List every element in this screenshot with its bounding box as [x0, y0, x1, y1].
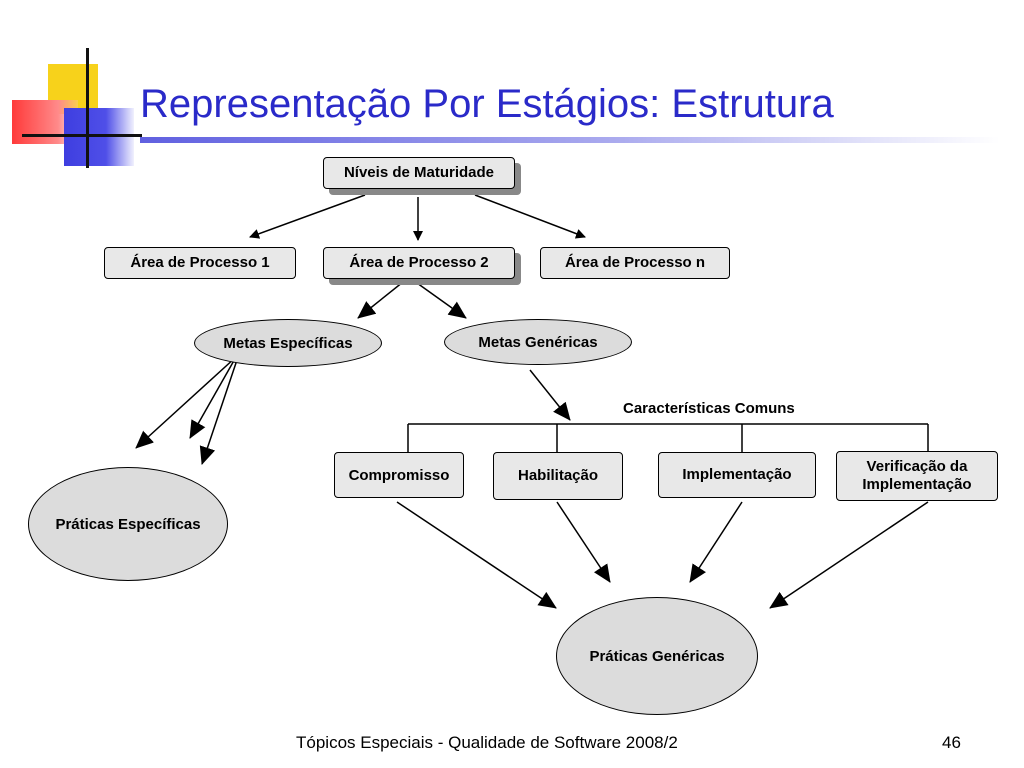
verificacao-label: Verificação da Implementação — [862, 458, 972, 493]
generic-practices-label: Práticas Genéricas — [589, 647, 725, 665]
arrow-area2-to-specific-goals — [357, 277, 409, 319]
arrow-root-to-area-1 — [249, 194, 366, 239]
implementacao-box: Implementação — [658, 452, 816, 498]
common-features-label: Características Comuns — [623, 400, 795, 417]
footer-text: Tópicos Especiais - Qualidade de Softwar… — [296, 733, 678, 752]
arrow-sg-to-sp-1 — [135, 356, 237, 449]
process-area-n-box: Área de Processo n — [540, 247, 730, 279]
process-area-1-label: Área de Processo 1 — [130, 254, 270, 271]
specific-practices-ellipse: Práticas Específicas — [28, 467, 228, 581]
maturity-levels-box: Níveis de Maturidade — [323, 157, 515, 189]
habilitacao-label: Habilitação — [517, 467, 599, 484]
generic-practices-ellipse: Práticas Genéricas — [556, 597, 758, 715]
arrow-compromisso-to-gp — [396, 501, 557, 609]
logo-horizontal-line — [22, 134, 142, 137]
specific-goals-label: Metas Específicas — [223, 334, 353, 352]
process-area-n-label: Área de Processo n — [564, 254, 706, 271]
compromisso-box: Compromisso — [334, 452, 464, 498]
arrow-habilitacao-to-gp — [556, 501, 611, 583]
page-number: 46 — [942, 733, 961, 752]
specific-goals-ellipse: Metas Específicas — [194, 319, 382, 367]
arrow-root-to-area-n — [474, 194, 586, 239]
arrow-gg-to-common-features — [529, 369, 571, 421]
arrow-sg-to-sp-2 — [189, 356, 237, 439]
process-area-2-box: Área de Processo 2 — [323, 247, 515, 279]
arrow-verificacao-to-gp — [769, 501, 929, 609]
arrow-area2-to-generic-goals — [409, 277, 467, 319]
compromisso-label: Compromisso — [348, 467, 450, 484]
habilitacao-box: Habilitação — [493, 452, 623, 500]
process-area-2-label: Área de Processo 2 — [349, 254, 489, 271]
generic-goals-label: Metas Genéricas — [478, 333, 598, 351]
logo-vertical-line — [86, 48, 89, 168]
arrow-implementacao-to-gp — [689, 501, 743, 583]
title-underline — [140, 137, 1000, 143]
slide-title: Representação Por Estágios: Estrutura — [140, 82, 834, 126]
implementacao-label: Implementação — [682, 466, 792, 483]
generic-goals-ellipse: Metas Genéricas — [444, 319, 632, 365]
arrow-sg-to-sp-3 — [199, 356, 239, 465]
specific-practices-label: Práticas Específicas — [55, 515, 201, 533]
verificacao-box: Verificação da Implementação — [836, 451, 998, 501]
logo-blue-square — [64, 108, 134, 166]
process-area-1-box: Área de Processo 1 — [104, 247, 296, 279]
maturity-levels-label: Níveis de Maturidade — [343, 164, 495, 181]
